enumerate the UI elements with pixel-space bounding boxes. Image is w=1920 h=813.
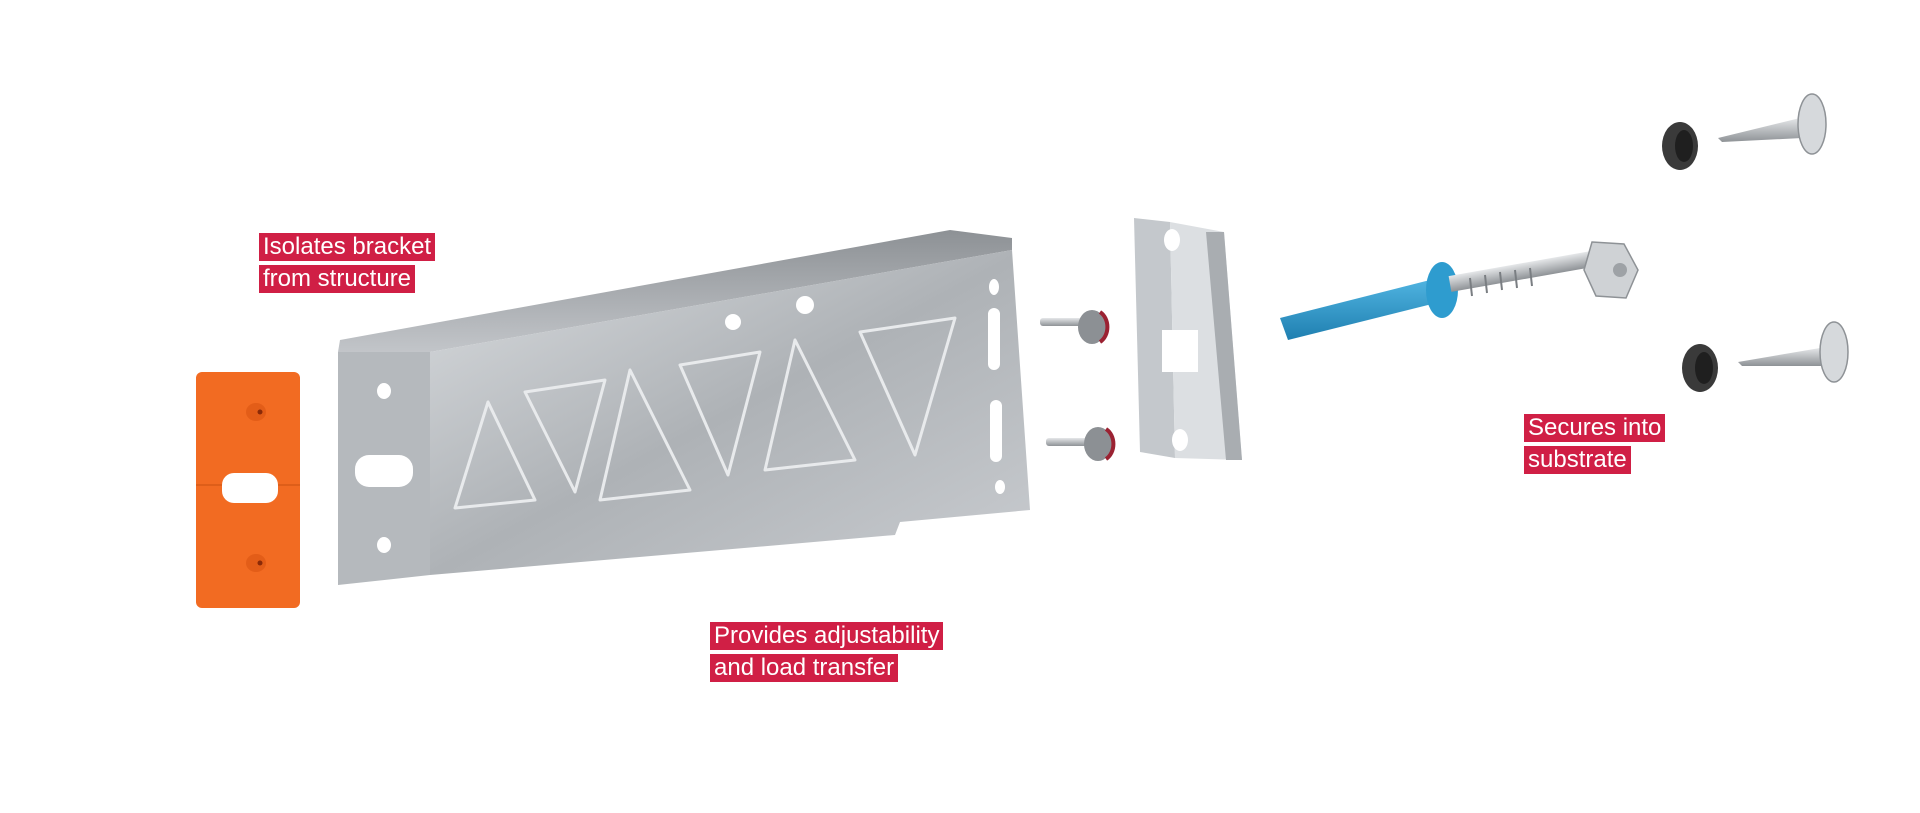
label-anchor-line-2: substrate bbox=[1524, 446, 1631, 474]
rivets bbox=[1040, 310, 1116, 461]
screws bbox=[1662, 93, 1849, 392]
label-anchor: Secures into substrate bbox=[1524, 414, 1666, 474]
slide-plate bbox=[1134, 218, 1242, 460]
bracket bbox=[338, 230, 1030, 585]
label-bracket-line-1: Provides adjustability bbox=[710, 622, 944, 650]
isolator-pad bbox=[196, 372, 300, 608]
label-isolator: Isolates bracket from structure bbox=[259, 233, 436, 293]
label-bracket: Provides adjustability and load transfer bbox=[710, 622, 944, 682]
label-bracket-line-2: and load transfer bbox=[710, 654, 899, 682]
anchor bbox=[1280, 241, 1639, 340]
label-isolator-line-2: from structure bbox=[259, 265, 416, 293]
label-isolator-line-1: Isolates bracket bbox=[259, 233, 436, 261]
label-anchor-line-1: Secures into bbox=[1524, 414, 1666, 442]
